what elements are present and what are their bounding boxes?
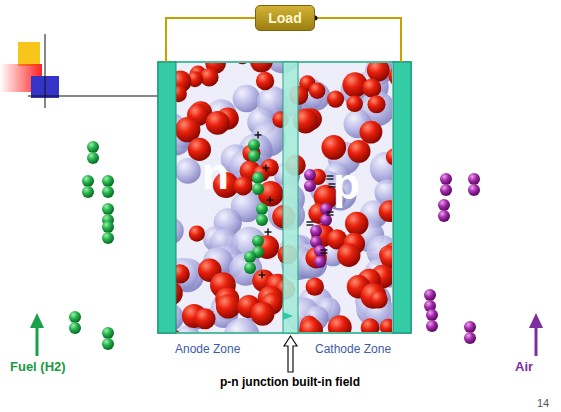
negative-charge xyxy=(327,176,334,179)
negative-charge xyxy=(307,222,314,225)
cathode-electrode xyxy=(393,62,411,333)
junction-label: p-n junction built-in field xyxy=(190,376,390,390)
catalyst-particle xyxy=(250,63,273,73)
catalyst-particle xyxy=(176,281,183,306)
fuel-label: Fuel (H2) xyxy=(10,360,66,375)
region-letter: n xyxy=(202,150,229,198)
catalyst-particle xyxy=(216,294,241,319)
air-label: Air xyxy=(515,360,533,375)
catalyst-particle xyxy=(360,121,383,144)
fuel-arrow xyxy=(30,313,44,356)
catalyst-particle xyxy=(176,85,187,102)
oxygen-molecule xyxy=(468,173,480,196)
load-wire xyxy=(315,18,401,62)
hydrogen-molecule xyxy=(244,251,256,274)
junction-pointer-arrow xyxy=(284,336,297,372)
catalyst-particle xyxy=(346,95,363,112)
catalyst-particle xyxy=(367,95,385,113)
positive-charge xyxy=(255,132,262,139)
catalyst-particle xyxy=(362,78,381,97)
hydrogen-molecule xyxy=(102,221,114,244)
oxide-particle xyxy=(176,158,201,184)
catalyst-particle xyxy=(327,90,344,107)
catalyst-particle xyxy=(234,176,253,195)
electrode-particles xyxy=(176,63,392,332)
negative-charge xyxy=(321,250,328,253)
corner-decoration xyxy=(0,34,160,108)
catalyst-particle xyxy=(176,329,182,332)
gas-molecules xyxy=(69,139,480,350)
p-region: pCathode Zone xyxy=(290,62,412,362)
catalyst-particle xyxy=(337,244,360,267)
junction-small-arrow xyxy=(283,312,293,320)
oxygen-molecule xyxy=(438,199,450,222)
hydrogen-molecule xyxy=(102,327,114,350)
catalyst-particle xyxy=(234,63,250,64)
oxygen-molecule xyxy=(310,225,322,248)
region-letter: p xyxy=(333,160,360,208)
cell-body xyxy=(158,62,411,333)
load-wire xyxy=(166,18,255,62)
anode-electrode xyxy=(158,62,176,333)
catalyst-particle xyxy=(189,225,205,241)
oxygen-molecule xyxy=(426,309,438,332)
catalyst-particle xyxy=(309,82,326,99)
hydrogen-molecule xyxy=(87,141,99,164)
hydrogen-molecule xyxy=(248,139,260,162)
positive-charge xyxy=(263,165,270,172)
catalyst-particle xyxy=(299,318,323,332)
charge-signs xyxy=(255,132,336,279)
oxygen-molecule xyxy=(424,289,436,312)
catalyst-particle xyxy=(306,277,324,295)
positive-charge xyxy=(267,197,274,204)
zone-label: Cathode Zone xyxy=(315,343,391,356)
positive-charge xyxy=(259,272,266,279)
page-number: 14 xyxy=(537,397,549,410)
load-label: Load xyxy=(256,11,314,26)
oxide-particle xyxy=(176,217,184,244)
catalyst-particle xyxy=(256,72,274,90)
oxygen-molecule xyxy=(440,173,452,196)
hydrogen-molecule xyxy=(252,172,264,195)
zone-label: Anode Zone xyxy=(175,343,240,356)
hydrogen-molecule xyxy=(256,203,268,226)
catalyst-particle xyxy=(389,66,392,86)
catalyst-particle xyxy=(321,135,346,160)
hydrogen-molecule xyxy=(82,175,94,198)
positive-charge xyxy=(265,229,272,236)
catalyst-particle xyxy=(379,200,392,222)
catalyst-particle xyxy=(345,212,369,236)
catalyst-particle xyxy=(361,318,380,332)
n-region: nAnode Zone xyxy=(158,62,288,362)
catalyst-particle xyxy=(370,291,388,309)
catalyst-particle xyxy=(251,302,275,326)
catalyst-particle xyxy=(176,264,190,283)
oxide-particle xyxy=(233,85,261,113)
hydrogen-molecule xyxy=(69,311,81,334)
oxygen-molecule xyxy=(314,245,326,268)
catalyst-particle xyxy=(386,149,392,166)
air-arrow xyxy=(529,313,543,356)
catalyst-particle xyxy=(206,111,230,135)
hydrogen-molecule xyxy=(102,175,114,198)
oxygen-molecule xyxy=(304,169,316,192)
catalyst-particle xyxy=(195,308,216,329)
negative-charge xyxy=(327,212,334,215)
oxygen-molecule xyxy=(464,321,476,344)
load-box: Load xyxy=(255,5,315,31)
catalyst-particle xyxy=(328,315,352,332)
catalyst-particle xyxy=(380,319,392,332)
junction-layer xyxy=(283,62,298,333)
